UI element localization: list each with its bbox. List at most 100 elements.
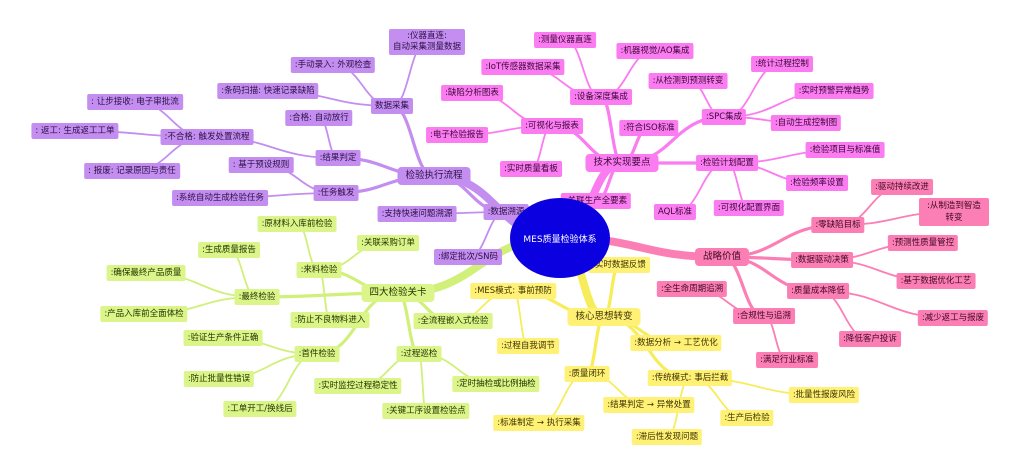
node-b2-1-1[interactable]: :测量仪器直连 (534, 32, 596, 48)
node-b1-2-2[interactable]: :不合格: 触发处置流程 (160, 129, 254, 145)
node-b1-4-1[interactable]: :支持快速问题溯源 (377, 206, 457, 222)
node-b3-3-2[interactable]: :降低客户投诉 (839, 331, 901, 347)
node-b3-3[interactable]: :质量成本降低 (787, 283, 849, 299)
node-label-b2-1-1: :测量仪器直连 (538, 35, 592, 45)
node-b5-2-3[interactable]: :产品入库前全面体检 (100, 306, 188, 322)
node-b5-4-2[interactable]: :定时抽检或比例抽检 (452, 376, 540, 392)
node-b4-4[interactable]: :质量闭环 (564, 366, 610, 382)
node-b3-4-1[interactable]: :全生命周期追溯 (656, 281, 728, 297)
node-b3-2-2[interactable]: :基于数据优化工艺 (896, 273, 976, 289)
node-label-b5-1-2: :关联采购订单 (361, 238, 415, 248)
node-label-b5-5-3: :工单开工/换线后 (227, 404, 293, 414)
node-label-b2-3-2: :统计过程控制 (755, 59, 809, 69)
node-b4-2[interactable]: :MES模式: 事前预防 (470, 283, 556, 299)
node-b1-1-2[interactable]: :手动录入: 外观检查 (290, 57, 376, 73)
node-b5-1-2[interactable]: :关联采购订单 (357, 235, 419, 251)
node-b5-2-2[interactable]: :确保最终产品质量 (106, 265, 186, 281)
node-b4-5[interactable]: :传统模式: 事后拦截 (647, 370, 733, 386)
node-label-b2-3-3: :实时预警异常趋势 (798, 86, 870, 96)
node-b4-2-2[interactable]: :过程自我调节 (497, 338, 559, 354)
node-b1-4-2[interactable]: :绑定批次/SN码 (434, 249, 502, 265)
node-label-b5-1-3: :防止不良物料进入 (294, 315, 366, 325)
node-b2-5-1[interactable]: :检验项目与标准值 (805, 142, 885, 158)
node-b5-1[interactable]: :来料检验 (296, 262, 342, 278)
node-b2-1-2[interactable]: :IoT传感器数据采集 (481, 59, 565, 75)
node-b2-1-3[interactable]: :机器视觉/AO集成 (616, 43, 694, 59)
node-b3-3-1[interactable]: :减少返工与报废 (917, 310, 989, 326)
node-b4-1[interactable]: :实时数据反馈 (588, 257, 650, 273)
node-b4-5-2[interactable]: :生产后检验 (720, 410, 774, 426)
node-label-b4-4: :质量闭环 (568, 369, 606, 379)
node-b1-1[interactable]: 数据采集 (370, 98, 414, 114)
node-b2-3-3[interactable]: :实时预警异常趋势 (794, 83, 874, 99)
node-b2-5-2[interactable]: :检验频率设置 (786, 175, 848, 191)
node-b2-2-1[interactable]: :缺陷分析图表 (441, 85, 503, 101)
node-label-b5-3: :全流程嵌入式检验 (417, 316, 489, 326)
node-label-b3-3-2: :降低客户投诉 (843, 334, 897, 344)
node-b5-2[interactable]: :最终检验 (234, 289, 280, 305)
node-b4-5-3[interactable]: :滞后性发现问题 (631, 429, 703, 445)
node-b1-3[interactable]: :任务触发 (313, 185, 359, 201)
node-b2-3-1[interactable]: :从检测到预测转变 (648, 73, 728, 89)
node-b5-3[interactable]: :全流程嵌入式检验 (413, 313, 493, 329)
node-b2-5-3[interactable]: :可视化配置界面 (713, 200, 785, 216)
node-b5-4-3[interactable]: :关键工序设置检验点 (382, 403, 470, 419)
node-label-b3-1: :零缺陷目标 (815, 220, 861, 230)
node-b4-4-2[interactable]: :结果判定 → 异常处置 (603, 397, 695, 413)
node-b5-5-2[interactable]: :防止批量性错误 (183, 371, 255, 387)
node-b1-1-3[interactable]: :条码扫描: 快速记录缺陷 (217, 83, 319, 99)
center-node[interactable]: MES质量检验体系 (510, 198, 610, 278)
branch-b3[interactable]: 战略价值 (694, 248, 750, 266)
node-b2-2[interactable]: :可视化与报表 (521, 118, 583, 134)
node-label-b1-2-2-3: : 报废: 记录原因与责任 (88, 166, 176, 176)
branch-b1[interactable]: 检验执行流程 (397, 167, 471, 185)
node-b5-1-1[interactable]: :原材料入库前检验 (257, 216, 337, 232)
node-b5-4[interactable]: :过程巡检 (396, 346, 442, 362)
node-b1-2-2-3[interactable]: : 报废: 记录原因与责任 (84, 163, 180, 179)
node-b3-1-2[interactable]: :从制造到智造转变 (919, 198, 989, 226)
node-label-b2-1: :设备深度集成 (574, 92, 628, 102)
node-b3-2-1[interactable]: :预测性质量管控 (887, 235, 959, 251)
branch-label-b1: 检验执行流程 (405, 170, 463, 181)
node-label-b5-4: :过程巡检 (400, 349, 438, 359)
node-b5-5[interactable]: :首件检验 (294, 346, 340, 362)
node-b3-4[interactable]: :合规性与追溯 (733, 308, 795, 324)
node-b1-2-2-1[interactable]: : 让步接收: 电子审批流 (87, 94, 183, 110)
node-b4-3[interactable]: :数据分析 → 工艺优化 (630, 335, 722, 351)
node-b3-1-1[interactable]: :驱动持续改进 (871, 179, 933, 195)
node-b1-1-1[interactable]: :仪器直连: 自动采集测量数据 (388, 29, 466, 55)
node-b1-3-2[interactable]: :系统自动生成检验任务 (172, 190, 268, 206)
node-label-b1-3: :任务触发 (317, 188, 355, 198)
node-b2-4[interactable]: :符合ISO标准 (619, 120, 679, 136)
node-label-b3-2: :数据驱动决策 (795, 255, 849, 265)
node-label-b5-2-3: :产品入库前全面体检 (104, 309, 184, 319)
node-label-b3-4-1: :全生命周期追溯 (660, 284, 724, 294)
node-b5-2-1[interactable]: :生成质量报告 (198, 242, 260, 258)
node-b2-5-4[interactable]: AQL标准 (653, 204, 697, 220)
node-b5-5-3[interactable]: :工单开工/换线后 (223, 401, 297, 417)
node-b2-1[interactable]: :设备深度集成 (570, 89, 632, 105)
node-b2-3-4[interactable]: :自动生成控制图 (770, 115, 842, 131)
node-b2-5[interactable]: :检验计划配置 (696, 155, 758, 171)
node-b5-1-3[interactable]: :防止不良物料进入 (290, 312, 370, 328)
node-b2-3-2[interactable]: :统计过程控制 (751, 56, 813, 72)
branch-b2[interactable]: 技术实现要点 (585, 154, 659, 172)
node-b3-1[interactable]: :零缺陷目标 (811, 217, 865, 233)
node-b2-2-3[interactable]: :实时质量看板 (500, 161, 562, 177)
node-b4-4-1[interactable]: :标准制定 → 执行采集 (493, 415, 585, 431)
node-b3-2[interactable]: :数据驱动决策 (791, 252, 853, 268)
branch-b4[interactable]: 核心思想转变 (567, 308, 641, 326)
node-label-b1-3-2: :系统自动生成检验任务 (176, 193, 264, 203)
node-b5-5-1[interactable]: :验证生产条件正确 (183, 330, 263, 346)
node-label-b2-2: :可视化与报表 (525, 121, 579, 131)
node-b1-2-2-2[interactable]: : 返工: 生成返工工单 (31, 123, 119, 139)
branch-b5[interactable]: 四大检验关卡 (361, 284, 435, 302)
node-b1-2-1[interactable]: :合格: 自动放行 (285, 110, 353, 126)
node-b2-2-2[interactable]: :电子检验报告 (426, 127, 488, 143)
node-b1-3-1[interactable]: : 基于预设规则 (228, 157, 294, 173)
node-b2-3[interactable]: :SPC集成 (701, 109, 747, 125)
node-b1-2[interactable]: :结果判定 (315, 150, 361, 166)
node-b5-4-1[interactable]: :实时监控过程稳定性 (314, 378, 402, 394)
node-b3-4-2[interactable]: :满足行业标准 (756, 352, 818, 368)
node-b4-5-1[interactable]: :批量性报废风险 (788, 387, 860, 403)
